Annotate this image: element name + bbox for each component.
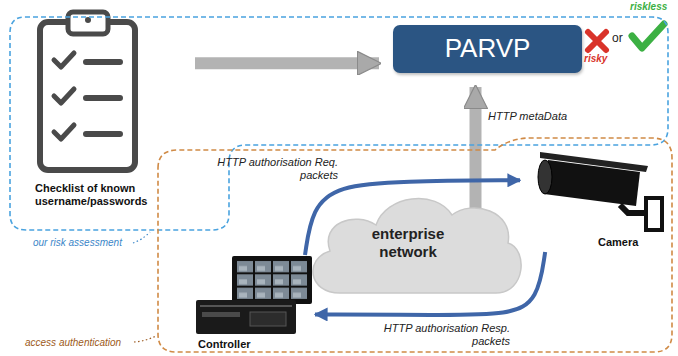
recorder-front [202, 312, 240, 317]
leader-line [134, 336, 156, 342]
recorder-box [196, 300, 296, 334]
risky-cross [588, 32, 606, 50]
edge-label: HTTP authorisation Req. packets [206, 156, 338, 182]
camera-arm [620, 205, 648, 213]
flow-arrow [195, 57, 379, 69]
node-label: Camera [598, 236, 638, 249]
check-mark [54, 125, 74, 139]
camera-body [544, 160, 640, 206]
network-cloud: enterprise network [300, 185, 525, 303]
risk-assessment-region: Checklist of known username/passwords PAR… [0, 0, 678, 252]
connector-word: or [612, 31, 623, 45]
checklist: Checklist of known username/passwords [25, 8, 195, 213]
clipboard-hole [85, 17, 91, 23]
clipboard-board [40, 22, 135, 170]
region-outline [158, 138, 672, 352]
leader-line [133, 232, 150, 243]
node-label: access authentication [25, 337, 121, 349]
riskless-check [632, 24, 664, 48]
node-label: Checklist of known username/passwords [35, 182, 193, 208]
edge-label: HTTP authorisation Resp. packets [352, 322, 510, 348]
node-label: Controller [198, 338, 251, 351]
node-label: enterprise network [348, 225, 468, 261]
cloud-shape [313, 199, 521, 293]
edge-label: HTTP metaData [488, 110, 598, 123]
check-mark [54, 53, 74, 67]
access-authentication-region: enterprise network CameraController access… [0, 125, 678, 356]
recorder-front [250, 312, 286, 326]
controller: Controller [190, 255, 315, 354]
risk-verdict: riskless [630, 1, 667, 13]
node-label: our risk assessment [33, 237, 122, 249]
region-outline [10, 17, 668, 230]
camera-mount [646, 198, 662, 230]
checklist-line [86, 62, 120, 134]
node-label: PARVP [393, 25, 582, 73]
monitor-screen [236, 260, 308, 300]
monitor-frame [232, 256, 312, 304]
risk-verdict: risky [584, 53, 607, 65]
camera-lens [538, 160, 552, 194]
check-mark [54, 89, 74, 103]
camera: Camera [520, 148, 668, 252]
process-box: PARVP [393, 25, 582, 73]
recorder-front [200, 305, 292, 307]
clipboard-clip [68, 12, 108, 34]
flow-arrow [470, 87, 482, 220]
